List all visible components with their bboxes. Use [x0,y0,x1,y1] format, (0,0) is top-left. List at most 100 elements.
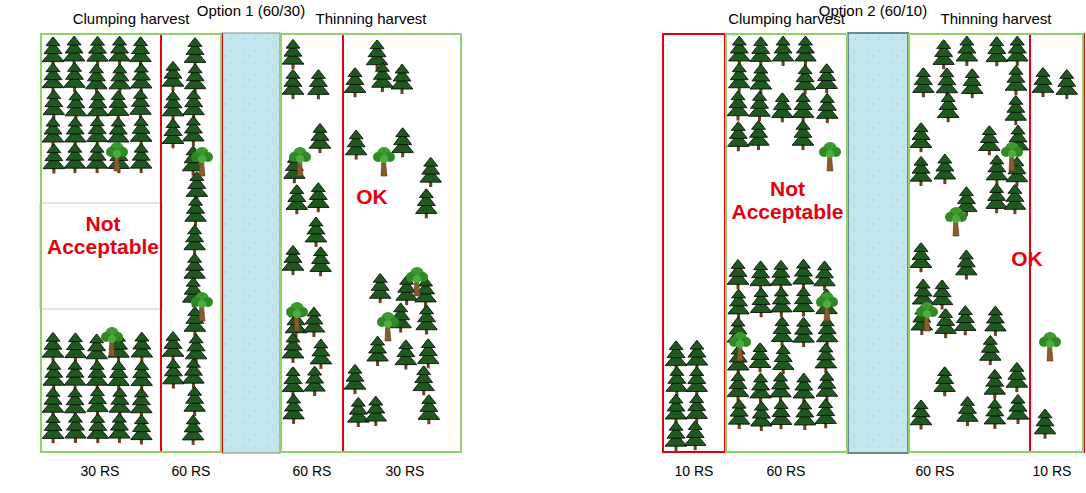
conifer-tree [185,334,207,364]
conifer-tree [130,63,152,93]
conifer-tree [344,67,366,97]
conifer-tree [984,399,1006,429]
conifer-tree [182,415,204,445]
conifer-tree [42,387,64,417]
conifer-tree [986,37,1008,67]
deciduous-tree [729,332,751,361]
conifer-tree [64,333,86,363]
deciduous-tree [106,142,128,171]
conifer-tree [283,394,305,424]
conifer-tree [749,91,771,121]
conifer-tree [282,69,304,99]
deciduous-tree [816,292,838,321]
area-heading: Thinning harvest [941,10,1052,27]
conifer-tree [750,261,772,291]
conifer-tree [984,306,1006,336]
conifer-tree [793,373,815,403]
conifer-tree [772,345,794,375]
conifer-tree [727,372,749,402]
conifer-tree [1005,65,1027,95]
conifer-tree [986,155,1008,185]
conifer-tree [931,280,953,310]
conifer-tree [182,358,204,388]
conifer-tree [984,369,1006,399]
conifer-tree [727,91,749,121]
conifer-tree [42,63,64,93]
option-title: Option 1 (60/30) [197,2,305,19]
conifer-tree [185,196,207,226]
conifer-tree [933,39,955,69]
dimension-label: 30 RS [386,463,425,479]
conifer-tree [63,36,85,66]
conifer-tree [365,396,387,426]
dimension-label: 60 RS [293,463,332,479]
deciduous-tree [1039,332,1061,361]
deciduous-tree [1001,142,1023,171]
deciduous-tree [406,267,428,296]
river [222,33,280,453]
conifer-tree [162,119,184,149]
conifer-tree [86,143,108,173]
conifer-tree [910,123,932,153]
option-title: Option 2 (60/10) [819,2,927,19]
conifer-tree [129,89,151,119]
conifer-tree [369,273,391,303]
conifer-tree [162,359,184,389]
conifer-tree [309,123,331,153]
conifer-tree [86,360,108,390]
conifer-tree [43,90,65,120]
dimension-label: 10 RS [675,463,714,479]
conifer-tree [684,421,706,451]
deciduous-tree [916,302,938,331]
conifer-tree [131,332,153,362]
conifer-tree [728,289,750,319]
conifer-tree [750,36,772,66]
conifer-tree [64,360,86,390]
area-heading: Clumping harvest [73,10,190,27]
conifer-tree [728,399,750,429]
conifer-tree [344,364,366,394]
conifer-tree [815,399,837,429]
conifer-tree [416,305,438,335]
conifer-tree [413,366,435,396]
river [848,33,908,453]
conifer-tree [64,117,86,147]
conifer-tree [108,360,130,390]
conifer-tree [794,65,816,95]
conifer-tree [391,64,413,94]
conifer-tree [794,400,816,430]
conifer-tree [792,92,814,122]
conifer-tree [282,367,304,397]
conifer-tree [415,189,437,219]
conifer-tree [43,144,65,174]
harvest-area: Clumping harvestNot Acceptable [725,33,848,453]
conifer-tree [109,36,131,66]
conifer-tree [184,64,206,94]
conifer-tree [665,394,687,424]
conifer-tree [727,121,749,151]
conifer-tree [771,93,793,123]
conifer-tree [282,245,304,275]
conifer-tree [956,396,978,426]
conifer-tree [1004,184,1026,214]
conifer-tree [395,340,417,370]
conifer-tree [770,372,792,402]
verdict-label: OK [992,247,1062,270]
area-heading: Thinning harvest [316,10,427,27]
conifer-tree [64,413,86,443]
conifer-tree [282,333,304,363]
conifer-tree [307,69,329,99]
riparian-strip [281,34,343,452]
conifer-tree [345,130,367,160]
conifer-tree [392,128,414,158]
conifer-tree [956,36,978,66]
conifer-tree [130,415,152,445]
conifer-tree [727,259,749,289]
conifer-tree [86,117,108,147]
conifer-tree [686,394,708,424]
conifer-tree [183,90,205,120]
harvest-area: Thinning harvestOK [280,33,462,453]
conifer-tree [792,259,814,289]
conifer-tree [184,37,206,67]
